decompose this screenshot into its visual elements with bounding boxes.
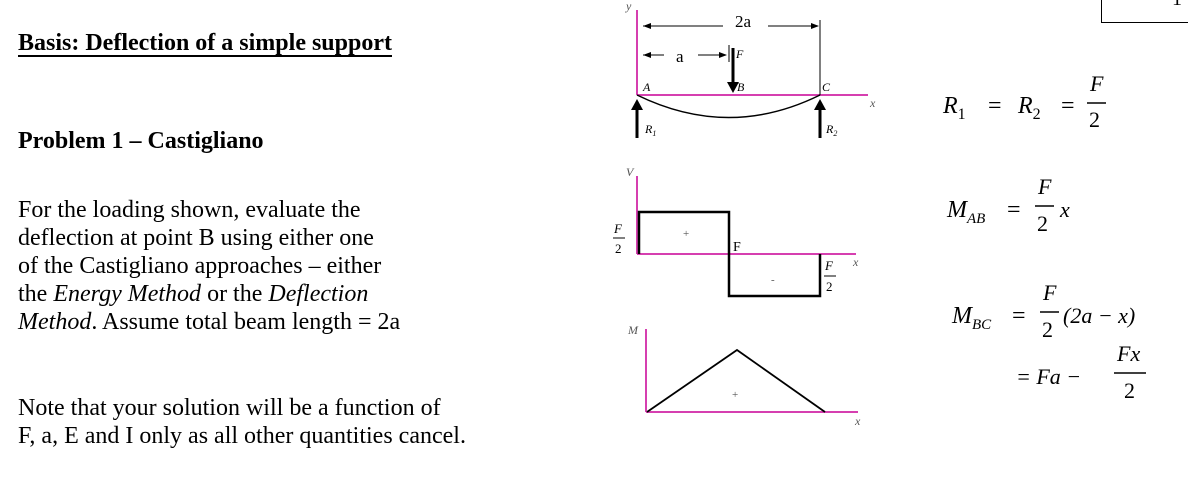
shear-f-label: F xyxy=(733,240,741,255)
beam-x-label: x xyxy=(869,96,876,110)
equation-moment-bc-expanded: = Fa − Fx 2 xyxy=(1016,341,1146,403)
note-line-2: F, a, E and I only as all other quantiti… xyxy=(18,423,466,449)
shear-left-frac-num: F xyxy=(613,221,623,236)
problem-title: Problem 1 – Castigliano xyxy=(18,128,264,154)
eq1-r1: R1 xyxy=(942,93,966,123)
eq1-frac-den: 2 xyxy=(1089,107,1100,132)
note-paragraph: Note that your solution will be a functi… xyxy=(18,394,466,450)
point-b-label: B xyxy=(737,80,745,94)
statement-line-5: Method. Assume total beam length = 2a xyxy=(18,308,400,336)
dim-a-label: a xyxy=(676,47,684,66)
equation-reactions: R1 = R2 = F 2 xyxy=(942,71,1106,132)
energy-method-term: Energy Method xyxy=(53,281,202,307)
statement-line-4-pre: the xyxy=(18,281,54,307)
beam-diagram: y x 2a a F A B C R1 R2 xyxy=(625,0,876,138)
statement-line-5-post: . Assume total beam length = 2a xyxy=(91,309,401,335)
section-heading: Basis: Deflection of a simple support xyxy=(18,30,392,56)
shear-v-label: V xyxy=(626,165,635,179)
note-line-1: Note that your solution will be a functi… xyxy=(18,395,441,421)
eq2-frac-den: 2 xyxy=(1037,211,1048,236)
statement-line-2: deflection at point B using either one xyxy=(18,225,374,251)
dim-2a-left-arrow xyxy=(643,23,651,29)
point-a-label: A xyxy=(642,80,651,94)
eq3-m: MBC xyxy=(951,303,992,333)
eq4-frac-num: Fx xyxy=(1116,341,1140,366)
moment-x-label: x xyxy=(854,414,861,428)
eq1-r2: R2 xyxy=(1017,93,1041,123)
reaction-1-head xyxy=(631,99,643,110)
dim-a-left-arrow xyxy=(643,52,651,58)
reaction-2-label: R2 xyxy=(825,122,837,138)
equation-moment-bc: MBC = F 2 (2a − x) xyxy=(951,280,1135,342)
moment-plus-sign: + xyxy=(732,389,738,401)
eq3-frac-den: 2 xyxy=(1042,317,1053,342)
beam-y-label: y xyxy=(625,0,632,13)
point-c-label: C xyxy=(822,80,831,94)
dim-2a-label: 2a xyxy=(735,12,752,31)
eq4-frac-den: 2 xyxy=(1124,378,1135,403)
shear-diagram: V x F 2 + - F F 2 xyxy=(613,165,859,298)
shear-force-curve xyxy=(637,210,822,298)
moment-m-label: M xyxy=(627,323,639,337)
page-number-box: 1 xyxy=(1101,0,1188,23)
shear-plus-sign: + xyxy=(683,228,689,240)
load-arrow-head xyxy=(727,82,739,93)
problem-statement: For the loading shown, evaluate the defl… xyxy=(18,196,400,336)
method-term: Method xyxy=(18,309,92,335)
moment-diagram: M x + xyxy=(627,323,861,428)
eq3-tail: (2a − x) xyxy=(1063,303,1135,328)
statement-line-4-mid: or the xyxy=(201,281,269,307)
page-number: 1 xyxy=(1172,0,1182,11)
equations: R1 = R2 = F 2 MAB = F 2 x MBC = F 2 (2a … xyxy=(942,71,1146,403)
reaction-2-head xyxy=(814,99,826,110)
eq2-x: x xyxy=(1059,197,1070,222)
eq1-frac-num: F xyxy=(1089,71,1104,96)
eq1-equals-1: = xyxy=(988,93,1002,119)
shear-minus-sign: - xyxy=(771,274,775,286)
eq2-equals: = xyxy=(1007,197,1021,223)
deflected-beam-curve xyxy=(636,94,821,119)
statement-line-4: the Energy Method or the Deflection xyxy=(18,280,400,308)
statement-line-1: For the loading shown, evaluate the xyxy=(18,197,361,223)
eq3-equals: = xyxy=(1012,303,1026,329)
equation-moment-ab: MAB = F 2 x xyxy=(946,174,1070,236)
deflection-term: Deflection xyxy=(268,281,369,307)
shear-left-frac-den: 2 xyxy=(615,241,622,256)
load-label: F xyxy=(735,47,744,61)
eq2-m: MAB xyxy=(946,197,985,227)
eq2-frac-num: F xyxy=(1037,174,1052,199)
eq3-frac-num: F xyxy=(1042,280,1057,305)
shear-x-label: x xyxy=(852,255,859,269)
eq1-equals-2: = xyxy=(1061,93,1075,119)
bending-moment-curve xyxy=(646,348,826,413)
statement-line-3: of the Castigliano approaches – either xyxy=(18,253,382,279)
shear-right-frac-den: 2 xyxy=(826,279,833,294)
reaction-1-label: R1 xyxy=(644,122,656,138)
shear-right-frac-num: F xyxy=(824,258,834,273)
eq4-lead: = Fa − xyxy=(1016,364,1081,389)
